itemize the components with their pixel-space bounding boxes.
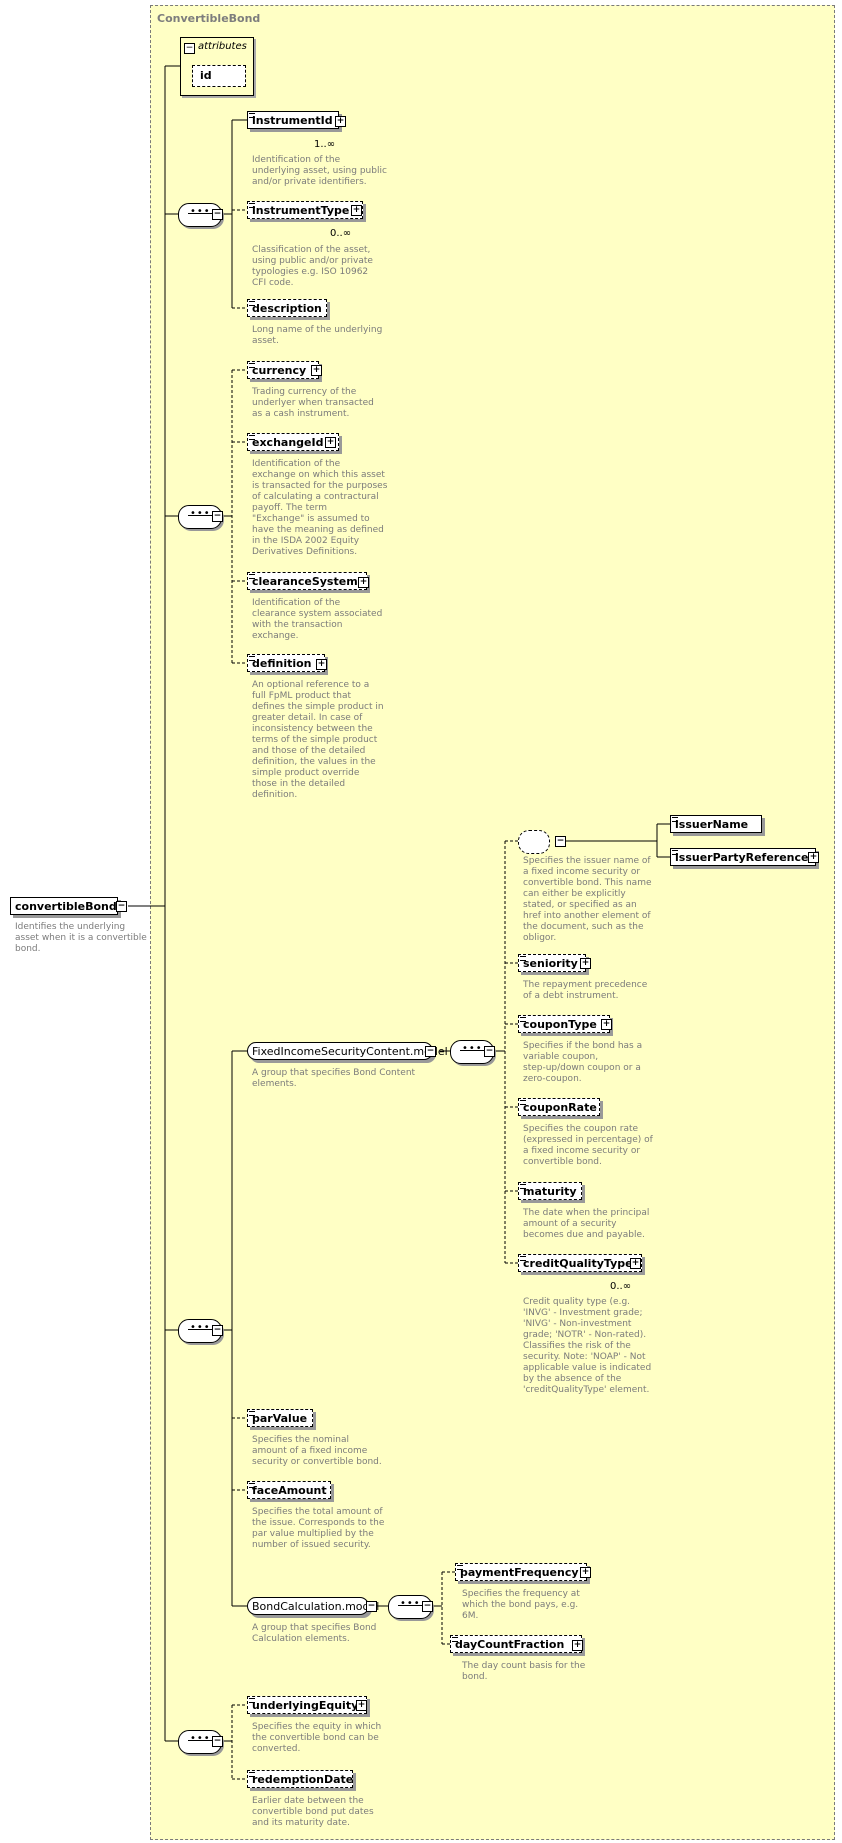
- element-faceAmount[interactable]: faceAmount: [247, 1481, 331, 1499]
- expand-icon[interactable]: +: [601, 1019, 612, 1030]
- element-seniority[interactable]: seniority: [518, 954, 586, 972]
- sequence-compositor-2[interactable]: [178, 505, 222, 529]
- id-attribute[interactable]: [192, 65, 246, 87]
- multiplicity-label: 0..∞: [610, 1281, 632, 1292]
- element-maturity[interactable]: maturity: [518, 1182, 582, 1200]
- multiplicity-label: 1..∞: [314, 139, 336, 150]
- element-clearanceSystem[interactable]: clearanceSystem: [247, 572, 367, 590]
- expand-icon[interactable]: +: [311, 365, 322, 376]
- expand-icon[interactable]: +: [630, 1258, 641, 1269]
- element-doc: Credit quality type (e.g.'INVG' - Invest…: [523, 1297, 652, 1395]
- choice-compositor[interactable]: [518, 830, 550, 854]
- expand-icon[interactable]: +: [572, 1640, 583, 1651]
- expand-icon[interactable]: +: [358, 577, 369, 588]
- expand-icon[interactable]: +: [356, 1700, 367, 1711]
- element-currency[interactable]: currency: [247, 361, 319, 379]
- collapse-icon[interactable]: −: [212, 1325, 223, 1336]
- element-doc: Specifies the coupon rate(expressed in p…: [523, 1124, 653, 1167]
- id-attribute-label: id: [200, 69, 212, 82]
- element-description[interactable]: description: [247, 299, 327, 317]
- expand-icon[interactable]: +: [580, 1567, 591, 1578]
- collapse-icon[interactable]: −: [484, 1046, 495, 1057]
- element-couponType[interactable]: couponType: [518, 1015, 610, 1033]
- element-redemptionDate[interactable]: redemptionDate: [247, 1770, 353, 1788]
- element-issuerPartyReference[interactable]: issuerPartyReference: [670, 848, 816, 866]
- element-instrumentId[interactable]: instrumentId: [247, 111, 339, 129]
- collapse-icon[interactable]: −: [212, 1736, 223, 1747]
- element-dayCountFraction[interactable]: dayCountFraction: [450, 1635, 582, 1653]
- multiplicity-label: 0..∞: [330, 228, 352, 239]
- expand-icon[interactable]: +: [808, 852, 819, 863]
- attributes-collapse-toggle[interactable]: −: [184, 43, 195, 54]
- element-underlyingEquity[interactable]: underlyingEquity: [247, 1696, 367, 1714]
- element-couponRate[interactable]: couponRate: [518, 1098, 600, 1116]
- root-element-label: convertibleBond: [15, 900, 117, 913]
- sequence-compositor-3[interactable]: [178, 1319, 222, 1343]
- expand-icon[interactable]: +: [316, 659, 327, 670]
- group-FixedIncomeSecurityContent-model[interactable]: FixedIncomeSecurityContent.model: [247, 1042, 448, 1060]
- element-definition[interactable]: definition: [247, 654, 325, 672]
- element-parValue[interactable]: parValue: [247, 1409, 313, 1427]
- group-BondCalculation-model[interactable]: BondCalculation.model: [247, 1597, 379, 1615]
- collapse-icon[interactable]: −: [212, 511, 223, 522]
- expand-icon[interactable]: −: [116, 901, 127, 912]
- root-element-convertibleBond[interactable]: convertibleBond: [10, 897, 118, 915]
- expand-icon[interactable]: +: [580, 958, 591, 969]
- collapse-icon[interactable]: −: [422, 1601, 433, 1612]
- element-instrumentType[interactable]: instrumentType: [247, 201, 363, 219]
- expand-icon[interactable]: +: [325, 437, 336, 448]
- collapse-icon[interactable]: −: [425, 1046, 436, 1057]
- expand-icon[interactable]: +: [335, 116, 346, 127]
- element-doc: Classification of the asset,using public…: [252, 245, 373, 288]
- collapse-icon[interactable]: −: [366, 1601, 377, 1612]
- element-exchangeId[interactable]: exchangeId: [247, 433, 339, 451]
- element-paymentFrequency[interactable]: paymentFrequency: [455, 1563, 587, 1581]
- collapse-icon[interactable]: −: [212, 209, 223, 220]
- sequence-compositor-1[interactable]: [178, 203, 222, 227]
- panel-title: ConvertibleBond: [157, 12, 261, 25]
- element-creditQualityType[interactable]: creditQualityType: [518, 1254, 642, 1272]
- collapse-icon[interactable]: −: [555, 836, 566, 847]
- element-issuerName[interactable]: issuerName: [670, 815, 762, 833]
- expand-icon[interactable]: +: [351, 205, 362, 216]
- attributes-label: attributes: [198, 41, 247, 52]
